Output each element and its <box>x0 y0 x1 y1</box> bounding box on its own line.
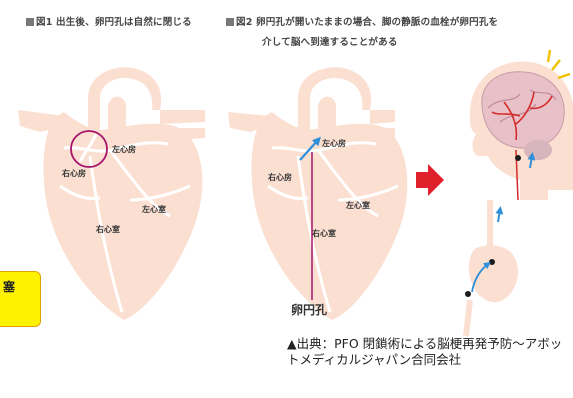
heart1-label-right-ventricle: 右心室 <box>95 224 120 234</box>
side-note-text: 塞 <box>3 278 15 295</box>
pfo-label: 卵円孔 <box>291 301 327 318</box>
heart1-label-right-atrium: 右心房 <box>61 168 86 178</box>
heart1-body <box>43 112 202 320</box>
brain-shape <box>482 72 564 148</box>
small-heart <box>469 245 518 302</box>
clot-dot-leg <box>465 291 471 297</box>
side-note-box: 塞 <box>0 271 41 327</box>
heart1-diagram <box>18 67 205 320</box>
leg-vein <box>466 300 470 336</box>
heart2-label-left-ventricle: 左心室 <box>345 200 370 210</box>
heart2-label-right-atrium: 右心房 <box>267 172 292 182</box>
heart2-diagram <box>228 67 407 320</box>
heart1-label-left-atrium: 左心房 <box>111 144 136 154</box>
source-caption: ▲出典：PFO 閉鎖術による脳梗再発予防〜アボットメディカルジャパン合同会社 <box>287 336 569 368</box>
clot-dot-head <box>515 155 521 161</box>
clot-dot-heart <box>489 259 495 265</box>
heart2-label-right-ventricle: 右心室 <box>311 228 336 238</box>
body-illustration <box>465 50 573 336</box>
red-arrow-icon <box>416 164 444 196</box>
heart2-label-left-atrium: 左心房 <box>321 138 346 148</box>
heart1-label-left-ventricle: 左心室 <box>141 204 166 214</box>
